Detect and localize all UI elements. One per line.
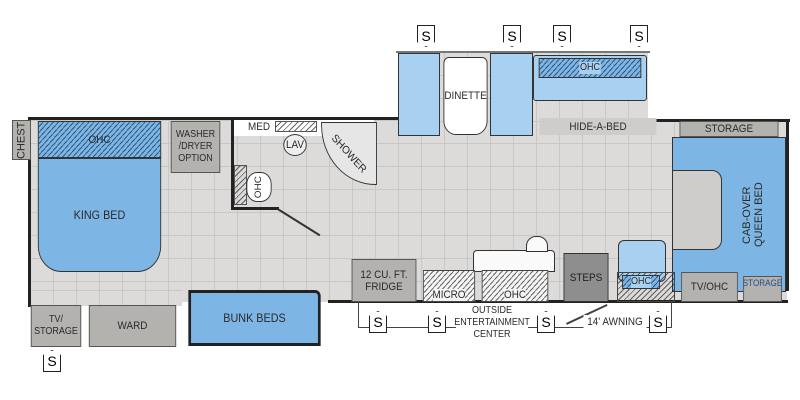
storage-front: STORAGE <box>743 276 782 302</box>
sink <box>526 236 548 252</box>
cab-inset <box>672 170 722 250</box>
chest-label: CHEST <box>15 121 28 159</box>
rear-floor <box>30 290 182 306</box>
wall-bath <box>231 120 234 210</box>
slide-marker: S <box>649 311 667 333</box>
slide-marker: S <box>503 25 521 47</box>
wall-top-right <box>648 119 790 122</box>
bunk-beds: BUNK BEDS <box>188 290 321 346</box>
slide-marker: S <box>537 311 555 333</box>
slide-marker-label: S <box>47 353 57 369</box>
dinette-label: DINETTE <box>444 90 487 102</box>
tv-ohc-label: TV/OHC <box>690 281 729 293</box>
tv-storage: TV/ STORAGE <box>30 305 82 347</box>
kitchen-ohc-label: OHC <box>503 289 526 301</box>
sofa-ohc: OHC <box>538 58 642 78</box>
awning-label: 14' AWNING <box>587 316 643 328</box>
toilet-ohc-label: OHC <box>253 175 264 199</box>
bunk-beds-label: BUNK BEDS <box>223 311 286 325</box>
microwave: MICRO <box>422 270 476 302</box>
slide-marker: S <box>428 311 446 333</box>
steps[interactable]: STEPS <box>563 253 609 302</box>
slide-marker-label: S <box>634 28 644 44</box>
slide-marker: S <box>369 311 387 333</box>
lav-label: LAV <box>286 139 304 151</box>
slide-marker: S <box>417 25 435 47</box>
slide-marker-label: S <box>653 314 663 330</box>
slide-marker: S <box>630 25 648 47</box>
king-bed-label: KING BED <box>73 208 126 222</box>
micro-label: MICRO <box>432 289 466 301</box>
bath-ohc <box>275 121 317 132</box>
ward-label: WARD <box>117 320 148 332</box>
medicine-cabinet: MED <box>245 121 274 133</box>
toilet-ohc <box>234 165 247 205</box>
kitchen-ohc: OHC <box>481 270 549 302</box>
wall-top-left <box>28 117 398 120</box>
wall-left <box>28 117 31 307</box>
wall-right <box>786 119 789 291</box>
steps-label: STEPS <box>569 271 603 284</box>
hide-a-bed-label: HIDE-A-BED <box>569 120 627 133</box>
hide-a-bed: HIDE-A-BED <box>539 118 657 135</box>
washer-label: WASHER /DRYER OPTION <box>175 129 216 164</box>
slide-marker: S <box>43 350 61 372</box>
ohc-rear: OHC <box>37 121 162 158</box>
fridge-label: 12 CU. FT. FRIDGE <box>360 268 408 293</box>
lavatory-sink: LAV <box>283 134 307 156</box>
king-bed: KING BED <box>37 158 162 272</box>
dinette-bench-right <box>490 53 533 136</box>
med-label: MED <box>247 121 270 133</box>
slide-marker-label: S <box>421 28 431 44</box>
slide-marker: S <box>553 25 571 47</box>
slide-marker-label: S <box>507 28 517 44</box>
wall-slide-top <box>396 51 650 53</box>
wardrobe: WARD <box>88 305 177 347</box>
slide-marker-label: S <box>373 314 383 330</box>
toilet: OHC <box>246 172 272 202</box>
chair-ohc: OHC <box>622 275 660 289</box>
slide-marker-label: S <box>432 314 442 330</box>
dinette-table: DINETTE <box>443 57 488 135</box>
washer-dryer: WASHER /DRYER OPTION <box>170 121 221 173</box>
storage-front-label: STORAGE <box>742 278 783 288</box>
awning: 14' AWNING <box>583 315 647 329</box>
dinette-bench-left <box>398 53 440 136</box>
wall-bottom <box>328 300 788 303</box>
outside-ent-label: OUTSIDE ENTERTAINMENT CENTER <box>454 305 530 340</box>
outside-entertainment-center: OUTSIDE ENTERTAINMENT CENTER <box>454 305 530 340</box>
chair-ohc-label: OHC <box>630 276 651 288</box>
fridge: 12 CU. FT. FRIDGE <box>351 259 417 302</box>
ohc-label: OHC <box>88 133 111 146</box>
wall-bath-bottom <box>231 207 279 210</box>
storage-label: STORAGE <box>704 123 754 135</box>
cab-over-label: CAB-OVER QUEEN BED <box>741 182 765 248</box>
storage-top: STORAGE <box>679 121 779 137</box>
chest: CHEST <box>12 120 31 160</box>
tv-ohc: TV/OHC <box>681 272 738 302</box>
counter <box>473 250 555 272</box>
tv-storage-label: TV/ STORAGE <box>34 314 78 337</box>
sofa-ohc-label: OHC <box>579 62 601 74</box>
slide-marker-label: S <box>541 314 551 330</box>
slide-marker-label: S <box>557 28 567 44</box>
cab-over-label-box: CAB-OVER QUEEN BED <box>735 170 771 260</box>
